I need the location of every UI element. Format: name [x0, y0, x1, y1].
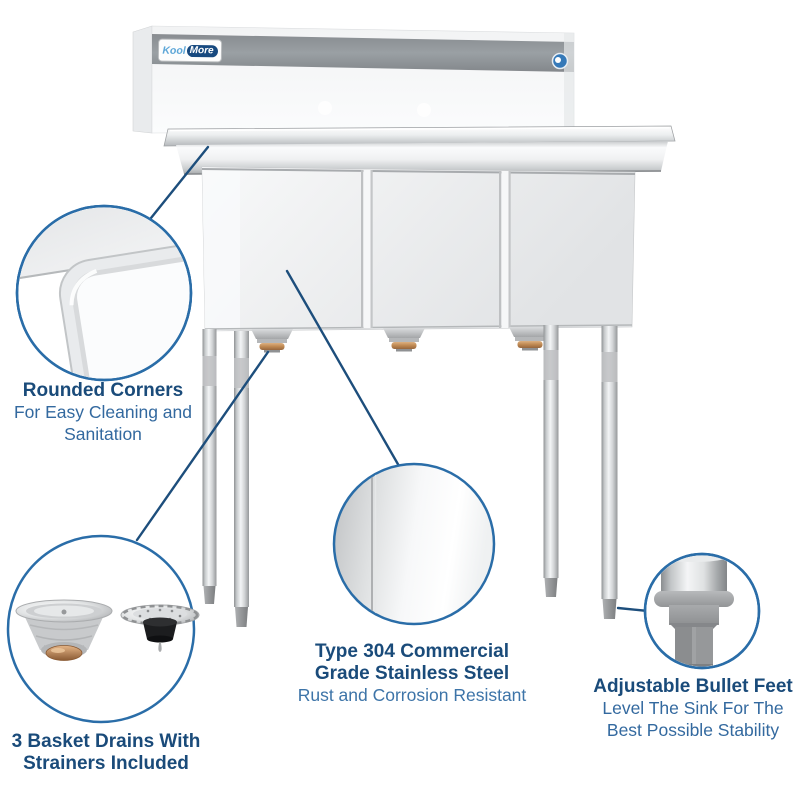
brand-logo-more: More [186, 44, 218, 57]
brand-logo-kool: Kool [162, 44, 186, 57]
bullet-feet-line2: Level The Sink For The [602, 698, 784, 718]
stainless-steel-subtitle: Rust and Corrosion Resistant [297, 685, 527, 705]
compartment-groove [499, 171, 511, 328]
backsplash-band [152, 34, 574, 72]
drain-fitting [383, 328, 425, 352]
rounded-corners-line3: Sanitation [64, 423, 142, 444]
drain-fitting [251, 329, 293, 353]
connector-stainless-steel [285, 269, 401, 468]
bullet-foot-detail-circle [643, 552, 761, 670]
callout-stainless-steel-text: Type 304 Commercial Grade Stainless Stee… [287, 641, 537, 707]
basket-drains-line2: Strainers Included [23, 753, 189, 774]
sink-leg [234, 331, 249, 627]
sink-leg [202, 329, 217, 604]
callout-connectors [135, 145, 650, 613]
faucet-hole [417, 103, 431, 117]
rounded-corners-title: Rounded Corners [22, 380, 184, 401]
bullet-feet-title: Adjustable Bullet Feet [593, 676, 793, 697]
bullet-foot [235, 607, 248, 627]
connector-rounded-corners [149, 145, 210, 220]
connector-basket-drains [135, 350, 270, 542]
basket-strainer-large [15, 599, 113, 661]
stainless-steel-title1: Type 304 Commercial [315, 641, 509, 662]
rounded-corners-line2: For Easy Cleaning and [13, 402, 193, 422]
stainless-steel-detail-circle [332, 462, 496, 626]
bullet-foot [203, 586, 216, 604]
certification-badge [551, 52, 569, 70]
connector-bullet-feet [616, 606, 650, 613]
bullet-foot-closeup [654, 555, 734, 667]
callout-basket-drains-text: 3 Basket Drains With Strainers Included [0, 731, 212, 775]
sink-body [201, 166, 636, 332]
faucet-hole [318, 101, 332, 115]
basket-drains-line1: 3 Basket Drains With [11, 731, 201, 752]
drain-fitting [509, 327, 551, 351]
sink-backsplash [132, 25, 575, 134]
bullet-foot [602, 599, 617, 619]
sink-leg [543, 325, 559, 597]
basket-strainer-small [120, 604, 200, 652]
basket-drains-detail-circle [6, 534, 200, 724]
callout-rounded-corners-text: Rounded Corners For Easy Cleaning and Sa… [3, 380, 203, 445]
sink-rim [163, 125, 676, 175]
bullet-foot [544, 578, 558, 597]
bullet-feet-line3: Best Possible Stability [606, 719, 780, 740]
compartment-groove [361, 170, 373, 328]
callout-bullet-feet-text: Adjustable Bullet Feet Level The Sink Fo… [577, 676, 800, 741]
stainless-steel-title2: Grade Stainless Steel [314, 663, 510, 684]
sink-leg [601, 326, 618, 619]
